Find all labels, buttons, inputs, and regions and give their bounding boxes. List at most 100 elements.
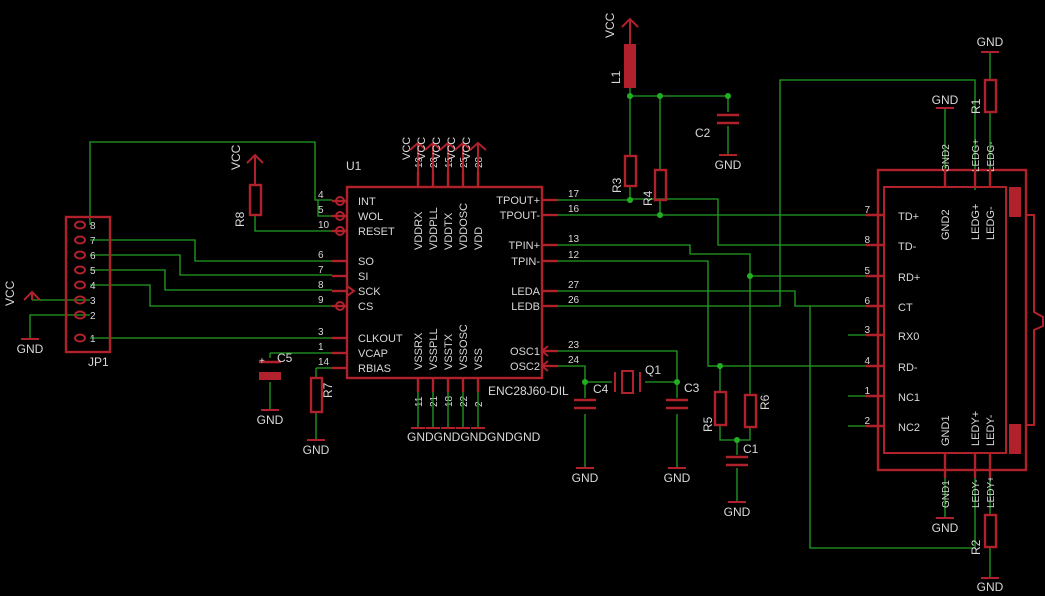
u1-pin-label: TPIN- — [511, 256, 540, 268]
u1-pin-num: 22 — [459, 395, 470, 407]
magjack-pin-num: 1 — [864, 386, 870, 397]
q1-crystal[interactable]: Q1 — [614, 363, 661, 394]
c2-label: C2 — [695, 126, 711, 140]
r8-resistor[interactable]: R8 — [233, 183, 263, 227]
u1-pin-num: 28 — [474, 156, 485, 168]
r7-label: R7 — [321, 382, 335, 398]
l1-inductor[interactable]: L1 — [609, 44, 636, 88]
magjack-pin-num: 2 — [864, 416, 870, 427]
r2-resistor[interactable]: R2 — [969, 513, 998, 555]
c4-capacitor[interactable]: C4 — [574, 382, 609, 410]
u1-pin-label: INT — [358, 196, 376, 208]
r4-resistor[interactable]: R4 — [641, 168, 668, 206]
c3-capacitor[interactable]: C3 — [666, 381, 700, 410]
jp1-pin-num: 2 — [90, 311, 96, 322]
jp1-pin-num: 8 — [90, 221, 96, 232]
u1-pin-num: 19 — [414, 156, 425, 168]
u1-pin-label: TPIN+ — [509, 240, 540, 252]
magjack-top-outside-label: GND2 — [941, 144, 952, 172]
u1-pin-label: LEDB — [511, 301, 540, 313]
c2-capacitor[interactable]: C2 — [695, 113, 739, 140]
jp1-pin-num: 3 — [90, 296, 96, 307]
u1-pin-label: VSSRX — [413, 332, 425, 370]
r6-resistor[interactable]: R6 — [743, 393, 772, 429]
gnd-label: GND — [932, 521, 959, 535]
u1-right-pins: 17TPOUT+16TPOUT-13TPIN+12TPIN-27LEDA26LE… — [496, 189, 579, 373]
u1-pin-num: 14 — [318, 357, 330, 368]
u1-pin-num: 6 — [318, 250, 324, 261]
magjack-pin-num: 4 — [864, 356, 870, 367]
c1-capacitor[interactable]: C1 — [726, 442, 759, 467]
u1-pin-label: VSSTX — [443, 333, 455, 370]
magjack-pin-num: 5 — [864, 266, 870, 277]
r2-label: R2 — [969, 539, 983, 555]
u1-pin-num: 17 — [568, 189, 580, 200]
u1-left-pins: 4INT5WOL10RESET6SO7SI8SCK9CS3CLKOUT1VCAP… — [318, 190, 403, 375]
u1-pin-num: 21 — [429, 395, 440, 407]
junction-dots — [582, 93, 753, 443]
u1-top-pins: 19VDDRXVCC20VDDPLLVCC15VDDTXVCC25VDDOSCV… — [401, 137, 487, 250]
vcc-label: VCC — [603, 12, 617, 38]
magjack-bottom-outside-label: LEDY- — [971, 479, 982, 508]
vcc-label: VCC — [431, 137, 443, 160]
u1-pin-num: 13 — [568, 234, 580, 245]
u1-pin-num: 3 — [318, 327, 324, 338]
u1-pin-num: 20 — [429, 156, 440, 168]
r4-label: R4 — [641, 190, 655, 206]
gnd-label: GND — [257, 413, 284, 427]
magjack-pin-num: 7 — [864, 205, 870, 216]
jp1-pin-num: 1 — [90, 334, 96, 345]
u1-pin-label: SI — [358, 271, 368, 283]
magjack-top-label: LEDG- — [985, 206, 997, 240]
u1-pin-num: 11 — [414, 396, 425, 407]
magjack-pin-num: 6 — [864, 296, 870, 307]
c5-capacitor[interactable]: + C5 — [259, 351, 293, 380]
magjack-pin-label: RD- — [898, 362, 918, 374]
r3-label: R3 — [610, 177, 624, 193]
u1-enc28j60[interactable]: U1 ENC28J60-DIL 4INT5WOL10RESET6SO7SI8SC… — [318, 137, 580, 444]
l1-label: L1 — [609, 70, 623, 84]
u1-pin-label: VDDPLL — [428, 207, 440, 250]
jp1-pin-num: 5 — [90, 266, 96, 277]
u1-pin-num: 2 — [474, 401, 485, 407]
magjack-top-label: LEDG+ — [970, 204, 982, 240]
vcc-label: VCC — [416, 137, 428, 160]
c5-label: C5 — [277, 351, 293, 365]
gnd-label: GND — [303, 443, 330, 457]
vcc-label: VCC — [446, 137, 458, 160]
u1-pin-label: VDDTX — [443, 212, 455, 250]
c3-label: C3 — [684, 381, 700, 395]
gnd-label: GND — [977, 35, 1004, 49]
r3-resistor[interactable]: R3 — [610, 154, 638, 193]
u1-pin-label: TPOUT+ — [496, 195, 540, 207]
magjack-top-label: GND2 — [940, 209, 952, 240]
vcc-label: VCC — [229, 144, 243, 170]
magjack-pin-label: NC2 — [898, 422, 920, 434]
r5-label: R5 — [701, 416, 715, 432]
u1-pin-num: 18 — [444, 395, 455, 407]
u1-pin-label: VDD — [473, 227, 485, 250]
c1-label: C1 — [743, 442, 759, 456]
u1-pin-label: WOL — [358, 211, 383, 223]
r1-resistor[interactable]: R1 — [969, 78, 998, 114]
c4-label: C4 — [593, 382, 609, 396]
u1-pin-label: RESET — [358, 226, 395, 238]
r5-resistor[interactable]: R5 — [701, 390, 728, 432]
u1-pin-label: CLKOUT — [358, 333, 403, 345]
u1-pin-label: VDDOSC — [458, 203, 470, 250]
jp1-pin-num: 7 — [90, 236, 96, 247]
r8-label: R8 — [233, 211, 247, 227]
magjack-pin-label: RX0 — [898, 331, 919, 343]
u1-pin-num: 12 — [568, 250, 580, 261]
r7-resistor[interactable]: R7 — [309, 376, 335, 414]
u1-pin-label: VCAP — [358, 348, 388, 360]
jp1-pin-num: 4 — [90, 281, 96, 292]
c5-plus: + — [259, 356, 265, 367]
r1-label: R1 — [969, 98, 983, 114]
vcc-label: VCC — [461, 137, 473, 160]
magjack-pin-label: TD+ — [898, 211, 919, 223]
